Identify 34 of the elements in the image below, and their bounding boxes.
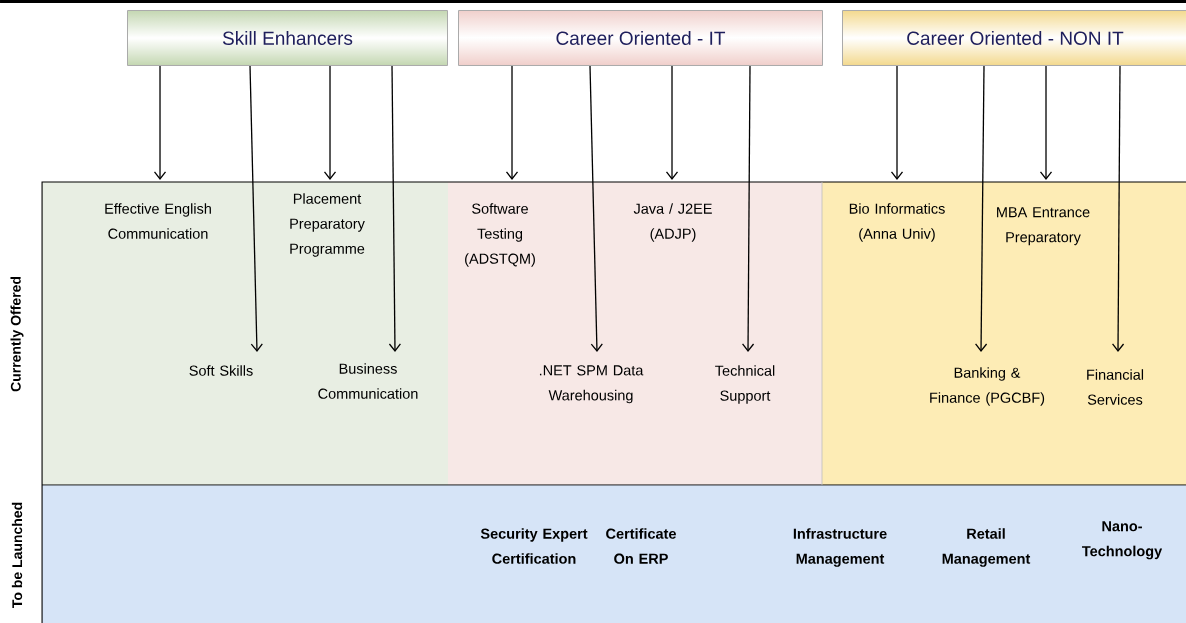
planned-course: Security Expert Certification — [480, 528, 588, 564]
row-label: Currently Offered — [10, 277, 24, 392]
category-header: Skill Enhancers — [127, 10, 448, 66]
arrow — [153, 65, 167, 180]
arrow — [665, 65, 679, 180]
course-name: Business Communication — [318, 363, 418, 399]
course-name: Bio Informatics (Anna Univ) — [849, 203, 945, 242]
planned-course: Infrastructure Management — [793, 528, 887, 567]
course-name: MBA Entrance Preparatory — [997, 207, 1090, 246]
course-name: Effective English Communication — [105, 203, 211, 239]
course-name: .NET SPM Data Warehousing — [539, 365, 644, 404]
arrow — [1039, 65, 1053, 180]
planned-course: Retail Management — [942, 528, 1031, 567]
arrow — [1111, 65, 1125, 352]
course-name: Technical Support — [715, 365, 775, 404]
arrow — [890, 65, 904, 180]
course-name: Soft Skills — [189, 365, 253, 376]
arrow — [741, 65, 755, 352]
course-name: Placement Preparatory Programme — [290, 193, 365, 257]
category-header: Career Oriented - NON IT — [842, 10, 1186, 66]
category-header: Career Oriented - IT — [458, 10, 823, 66]
course-name: Software Testing (ADSTQM) — [465, 203, 535, 267]
arrow — [505, 65, 519, 180]
planned-course: Nano-Technology — [1082, 521, 1163, 560]
course-name: Java / J2EE (ADJP) — [633, 203, 712, 242]
planned-course: Certificate On ERP — [606, 528, 676, 564]
arrow — [388, 65, 402, 352]
arrow — [249, 65, 263, 352]
row-label: To be Launched — [11, 502, 23, 608]
course-name: Banking & Finance (PGCBF) — [930, 367, 1045, 406]
arrow — [589, 65, 603, 352]
course-name: Financial Services — [1087, 369, 1144, 405]
arrow — [323, 65, 337, 180]
arrow — [974, 65, 988, 352]
